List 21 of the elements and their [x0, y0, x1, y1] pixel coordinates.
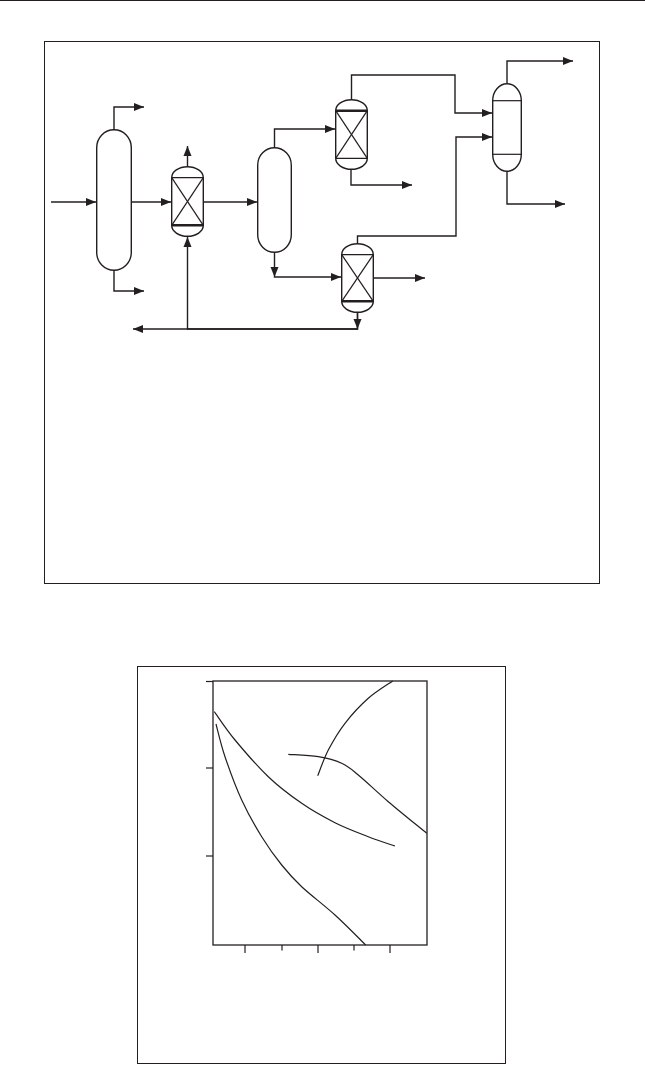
flow-arrow: [203, 198, 258, 206]
reactor-vessel: [341, 243, 374, 313]
flow-arrow: [132, 312, 362, 333]
flow-arrow: [273, 125, 336, 148]
reactor-vessel: [335, 99, 368, 170]
flow-arrow: [50, 198, 97, 206]
flow-arrow: [270, 252, 342, 281]
flow-arrow: [113, 270, 145, 295]
reactor-vessel: [171, 166, 204, 237]
vessel: [96, 129, 132, 271]
flow-arrow: [373, 274, 426, 282]
vessel: [257, 147, 292, 253]
flow-arrow: [506, 171, 566, 208]
flow-arrow: [350, 169, 413, 189]
flow-arrow: [350, 74, 493, 117]
flow-arrow: [356, 133, 493, 244]
flow-arrow: [183, 145, 192, 167]
flow-arrow: [131, 198, 172, 206]
vessel: [492, 83, 522, 172]
flow-arrow: [506, 57, 574, 84]
flow-arrow: [113, 103, 145, 130]
